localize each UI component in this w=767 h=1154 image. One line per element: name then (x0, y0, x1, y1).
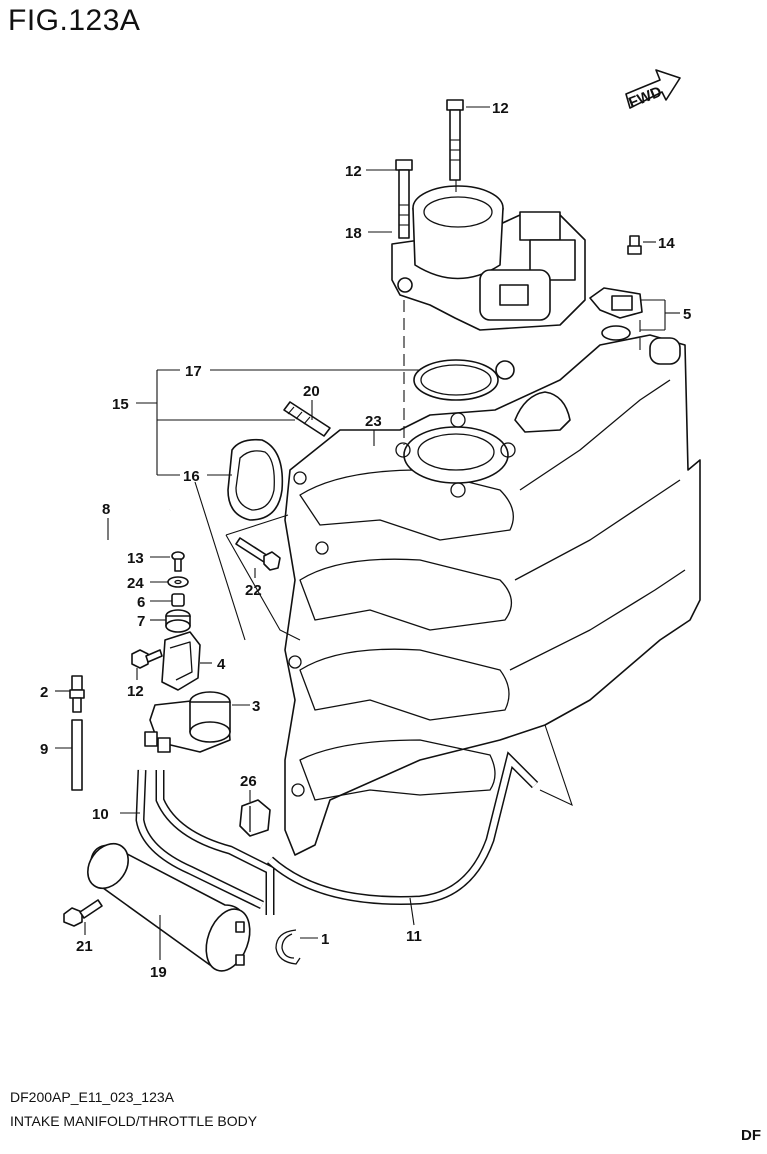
bolt-23 (235, 537, 281, 571)
intake-manifold (284, 334, 701, 856)
diagram-code: DF200AP_E11_023_123A (10, 1089, 174, 1105)
callout-1: 1 (321, 931, 329, 948)
hose-10 (135, 769, 275, 915)
sensor-5 (589, 235, 643, 341)
bolt-13 (131, 649, 163, 669)
clip-1 (275, 929, 301, 965)
callout-12-upper: 12 (492, 100, 509, 117)
callout-21: 20 (303, 383, 320, 400)
callout-15: 14 (658, 235, 675, 252)
callout-7: 7 (137, 613, 145, 630)
washer-25 (167, 576, 189, 588)
solenoid-valve-3 (144, 691, 231, 753)
diagram-name: INTAKE MANIFOLD/THROTTLE BODY (10, 1113, 258, 1129)
callout-13: 12 (127, 683, 144, 700)
callout-11: 11 (406, 928, 422, 945)
callout-8: 8 (102, 501, 110, 518)
callout-14: 13 (127, 550, 144, 567)
screw-14 (171, 551, 185, 572)
callout-25: 24 (127, 575, 144, 592)
callout-3: 3 (252, 698, 260, 715)
callout-22: 21 (76, 938, 93, 955)
bracket-4 (161, 631, 201, 691)
callout-19: 18 (345, 225, 362, 242)
callout-6: 6 (137, 594, 145, 611)
callout-9: 9 (40, 741, 48, 758)
callout-26: 26 (240, 773, 257, 790)
bolt-22 (63, 899, 103, 927)
bolt-12-upper (446, 99, 464, 181)
callout-18: 17 (185, 363, 202, 380)
callout-5: 5 (683, 306, 691, 323)
hose-9 (71, 719, 83, 791)
bolt-12-lower (395, 159, 413, 239)
grommet-7 (165, 609, 191, 633)
manifold-guide-lines (539, 724, 573, 807)
figure-title: FIG.123A (8, 4, 141, 37)
hose-11 (266, 751, 539, 905)
callout-12-lower: 12 (345, 163, 362, 180)
callout-20: 19 (150, 964, 167, 981)
clamp-26 (239, 799, 271, 837)
fwd-label: FWD (626, 83, 664, 112)
corner-text: DF (741, 1127, 761, 1144)
gasket-17 (227, 438, 284, 521)
collar-6 (171, 593, 185, 607)
callout-24: 23 (365, 413, 382, 430)
canister-20 (87, 842, 251, 972)
gasket-guide-lines (194, 481, 301, 641)
leader-lines (55, 106, 680, 960)
callout-10: 10 (92, 806, 109, 823)
stud-21 (283, 401, 331, 437)
fwd-arrow-icon: FWD (625, 69, 681, 112)
hose-8 (66, 507, 172, 671)
callout-17: 16 (183, 468, 200, 485)
throttle-body (391, 185, 586, 331)
callout-23: 22 (245, 582, 262, 599)
callout-16: 15 (112, 396, 129, 413)
callout-4: 4 (217, 656, 226, 673)
gasket-18 (413, 359, 515, 401)
joint-2 (69, 675, 85, 713)
callout-2: 2 (40, 684, 48, 701)
